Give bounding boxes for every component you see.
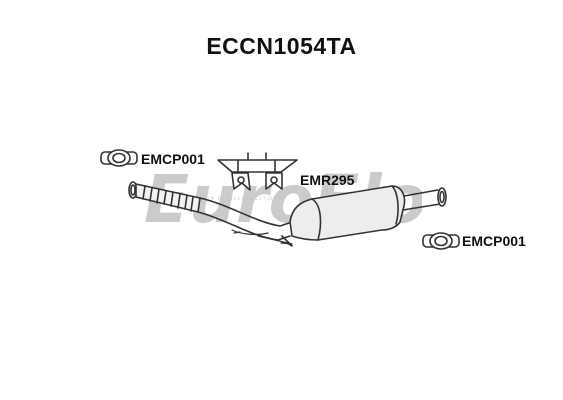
mount-part-label: EMR295	[300, 172, 355, 188]
clamp-part-label-top: EMCP001	[141, 151, 205, 167]
clamp-icon-top	[100, 149, 138, 167]
part-number-title: ECCN1054TA	[206, 33, 357, 59]
flex-section	[135, 183, 201, 213]
catalytic-converter	[289, 185, 406, 241]
watermark-tagline: PREMIUM EXHAUST SOLUTIONS	[188, 196, 282, 201]
outlet-flange	[437, 187, 447, 207]
clamp-part-label-right: EMCP001	[462, 233, 526, 249]
clamp-icon-right	[422, 232, 460, 250]
mount-bracket-icon	[217, 152, 298, 191]
